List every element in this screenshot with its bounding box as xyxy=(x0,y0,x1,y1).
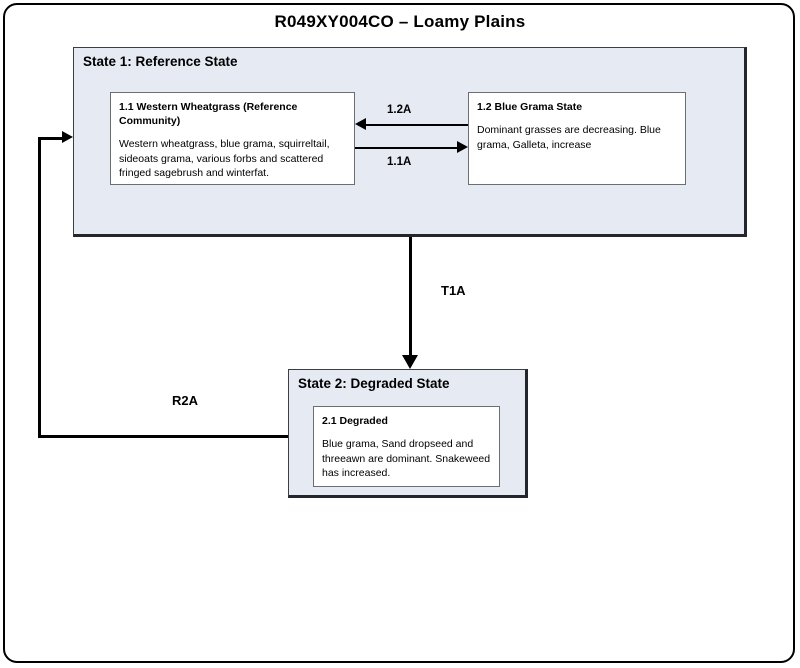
transition-1-2a-arrowhead-icon xyxy=(355,118,366,130)
phase-1-2-heading: 1.2 Blue Grama State xyxy=(477,101,583,113)
phase-1-1-heading: 1.1 Western Wheatgrass (Reference Commun… xyxy=(119,101,298,128)
transition-1-1a-label: 1.1A xyxy=(387,156,412,168)
transition-r2a-line-top xyxy=(38,137,63,140)
transition-r2a-line-bottom xyxy=(38,435,288,438)
transition-1-1a-arrowhead-icon xyxy=(457,141,468,153)
transition-t1a-label: T1A xyxy=(441,283,466,298)
phase-box-1-2-blue-grama-state[interactable]: 1.2 Blue Grama State Dominant grasses ar… xyxy=(468,92,686,185)
phase-box-1-1-western-wheatgrass[interactable]: 1.1 Western Wheatgrass (Reference Commun… xyxy=(110,92,355,185)
transition-t1a-arrowhead-icon xyxy=(402,355,418,369)
phase-2-1-heading: 2.1 Degraded xyxy=(322,415,388,427)
transition-t1a-line xyxy=(409,237,412,355)
transition-1-2a-line xyxy=(365,124,468,126)
state-2-title: State 2: Degraded State xyxy=(298,376,450,391)
transition-r2a-arrowhead-icon xyxy=(62,131,73,143)
transition-1-1a-line xyxy=(355,147,458,149)
phase-box-2-1-degraded[interactable]: 2.1 Degraded Blue grama, Sand dropseed a… xyxy=(313,406,500,487)
phase-1-2-description: Dominant grasses are decreasing. Blue gr… xyxy=(477,124,661,151)
phase-2-1-description: Blue grama, Sand dropseed and threeawn a… xyxy=(322,438,491,480)
phase-1-1-description: Western wheatgrass, blue grama, squirrel… xyxy=(119,138,330,180)
state-1-title: State 1: Reference State xyxy=(83,54,238,69)
transition-r2a-label: R2A xyxy=(172,393,199,408)
transition-r2a-line-left xyxy=(38,137,41,438)
transition-1-2a-label: 1.2A xyxy=(387,104,412,116)
page-title: R049XY004CO – Loamy Plains xyxy=(274,12,526,31)
